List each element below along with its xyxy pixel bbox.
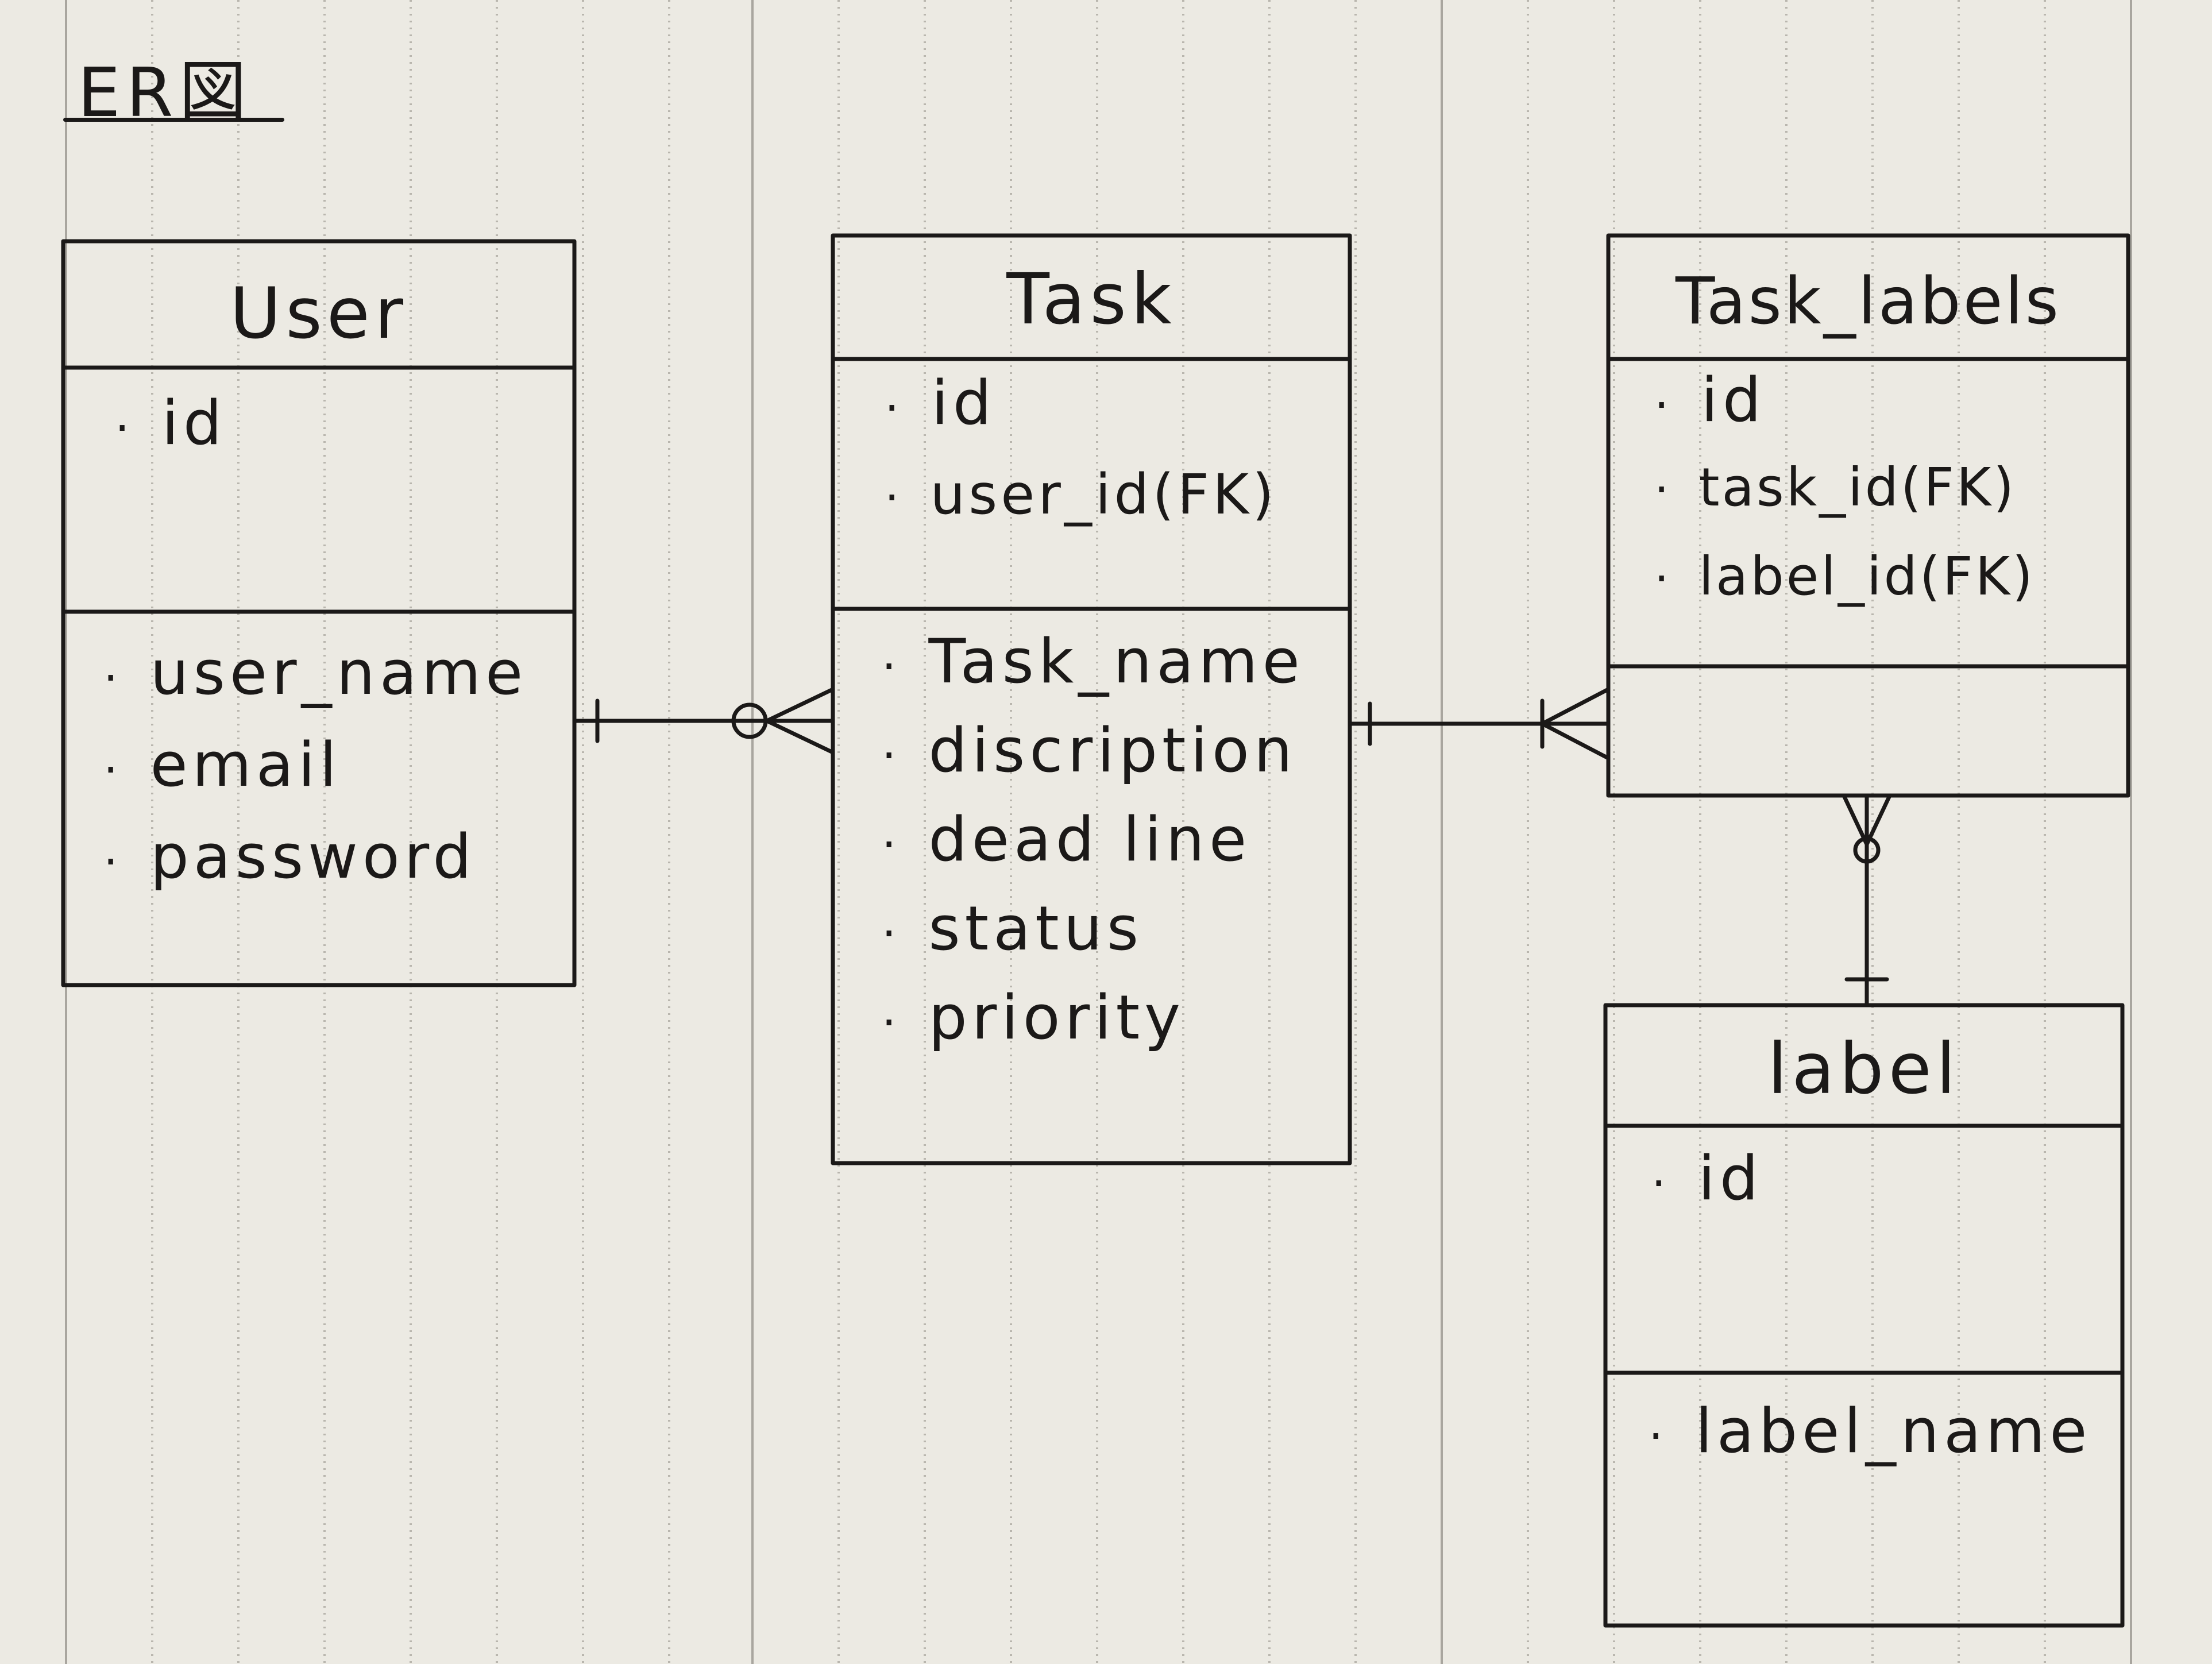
attribute-text: password <box>150 821 476 892</box>
entity-name: User <box>229 273 408 354</box>
attribute: ·user_name <box>103 638 528 708</box>
zero-mark <box>1853 836 1881 864</box>
crow-foot-lower <box>765 719 835 755</box>
relationship-label-task-labels <box>1842 793 1892 1007</box>
crow-foot-upper <box>765 687 835 723</box>
key-attribute: ·id <box>885 368 997 438</box>
attribute: ·priority <box>882 982 1185 1053</box>
key-attribute: ·label_id(FK) <box>1654 546 2035 607</box>
entity-box-label <box>1603 1003 2125 1628</box>
entity-name: Task <box>1006 258 1176 340</box>
crow-foot-left <box>1842 793 1869 847</box>
entity-label: label ·id ·label_name <box>1605 1005 2122 1626</box>
attribute-text: task_id(FK) <box>1698 457 2017 518</box>
entity-user: User ·id ·user_name ·email ·password <box>63 241 574 985</box>
attribute-text: Task_name <box>928 626 1304 697</box>
attribute-text: label_name <box>1695 1396 2092 1466</box>
key-attribute: ·task_id(FK) <box>1654 457 2017 518</box>
entity-task: Task ·id ·user_id(FK) ·Task_name ·discri… <box>833 235 1350 1163</box>
title-underline <box>63 118 284 122</box>
key-attribute: ·user_id(FK) <box>885 462 1277 527</box>
attribute-text: user_id(FK) <box>930 462 1277 527</box>
attribute-text: id <box>931 368 997 438</box>
attribute: ·status <box>882 893 1144 964</box>
attribute-text: user_name <box>150 638 528 708</box>
attribute: ·Task_name <box>882 626 1304 697</box>
entity-name: Task_labels <box>1676 264 2061 339</box>
attribute: ·dead line <box>882 804 1252 875</box>
attribute-text: priority <box>928 982 1185 1053</box>
relationship-user-task <box>572 687 835 755</box>
attribute: ·email <box>103 729 341 800</box>
key-attribute: ·id <box>1654 365 1766 435</box>
entity-box-user <box>61 239 577 987</box>
entity-task-labels: Task_labels ·id ·task_id(FK) ·label_id(F… <box>1608 235 2128 796</box>
attribute-text: id <box>1698 1143 1763 1214</box>
entity-box-task <box>831 233 1352 1165</box>
attribute-text: status <box>928 893 1144 964</box>
attribute-text: label_id(FK) <box>1698 546 2035 607</box>
attribute-text: dead line <box>928 804 1252 875</box>
attribute: ·discription <box>882 715 1298 786</box>
attribute: ·password <box>103 821 476 892</box>
attribute-text: email <box>150 729 341 800</box>
entity-name: label <box>1767 1028 1960 1110</box>
attribute: ·label_name <box>1649 1396 2092 1466</box>
key-attribute: ·id <box>1651 1143 1763 1214</box>
ruled-lines <box>65 0 2132 1664</box>
crow-foot-right <box>1864 793 1892 847</box>
relationship-task-task-labels <box>1348 687 1611 760</box>
attribute-text: id <box>161 388 227 458</box>
attribute-text: id <box>1701 365 1766 435</box>
attribute-text: discription <box>928 715 1298 786</box>
crow-foot-upper <box>1540 687 1611 726</box>
crow-foot-lower <box>1540 721 1611 760</box>
key-attribute: ·id <box>115 388 227 458</box>
